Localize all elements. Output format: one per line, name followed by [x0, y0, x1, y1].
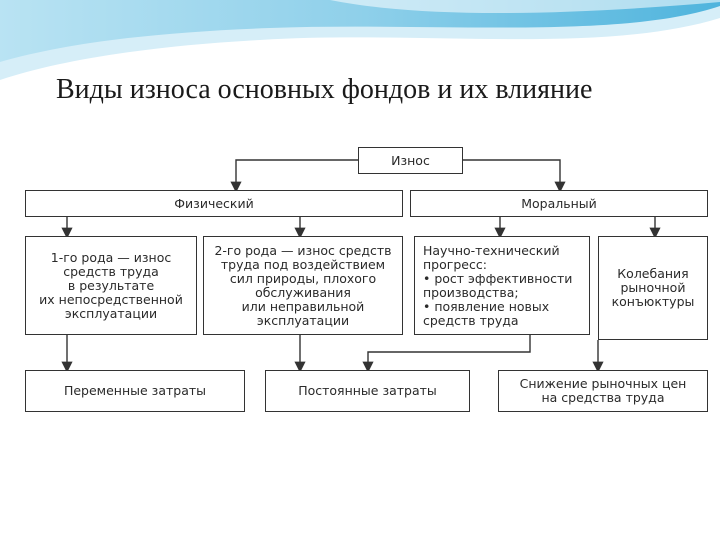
- connector-root-moral: [463, 159, 566, 193]
- node-second-kind-wear: 2-го рода — износ средств труда под возд…: [203, 236, 403, 335]
- connector-ntp-price: [362, 335, 531, 373]
- slide-title: Виды износа основных фондов и их влияние: [56, 74, 593, 105]
- node-market-fluctuation: Колебания рыночной конъюктуры: [598, 236, 708, 340]
- node-scientific-progress: Научно-технический прогресс: • рост эффе…: [414, 236, 590, 335]
- node-first-kind-wear: 1-го рода — износ средств труда в резуль…: [25, 236, 197, 335]
- node-fixed-costs: Постоянные затраты: [265, 370, 470, 412]
- banner-wave-highlight: [330, 0, 720, 13]
- connector-root-physical: [230, 159, 358, 193]
- banner-wave-front: [0, 0, 720, 62]
- node-root-wear: Износ: [358, 147, 463, 174]
- node-variable-costs: Переменные затраты: [25, 370, 245, 412]
- node-price-decrease: Снижение рыночных цен на средства труда: [498, 370, 708, 412]
- node-physical-wear: Физический: [25, 190, 403, 217]
- header-wave-banner: [0, 0, 720, 80]
- node-moral-wear: Моральный: [410, 190, 708, 217]
